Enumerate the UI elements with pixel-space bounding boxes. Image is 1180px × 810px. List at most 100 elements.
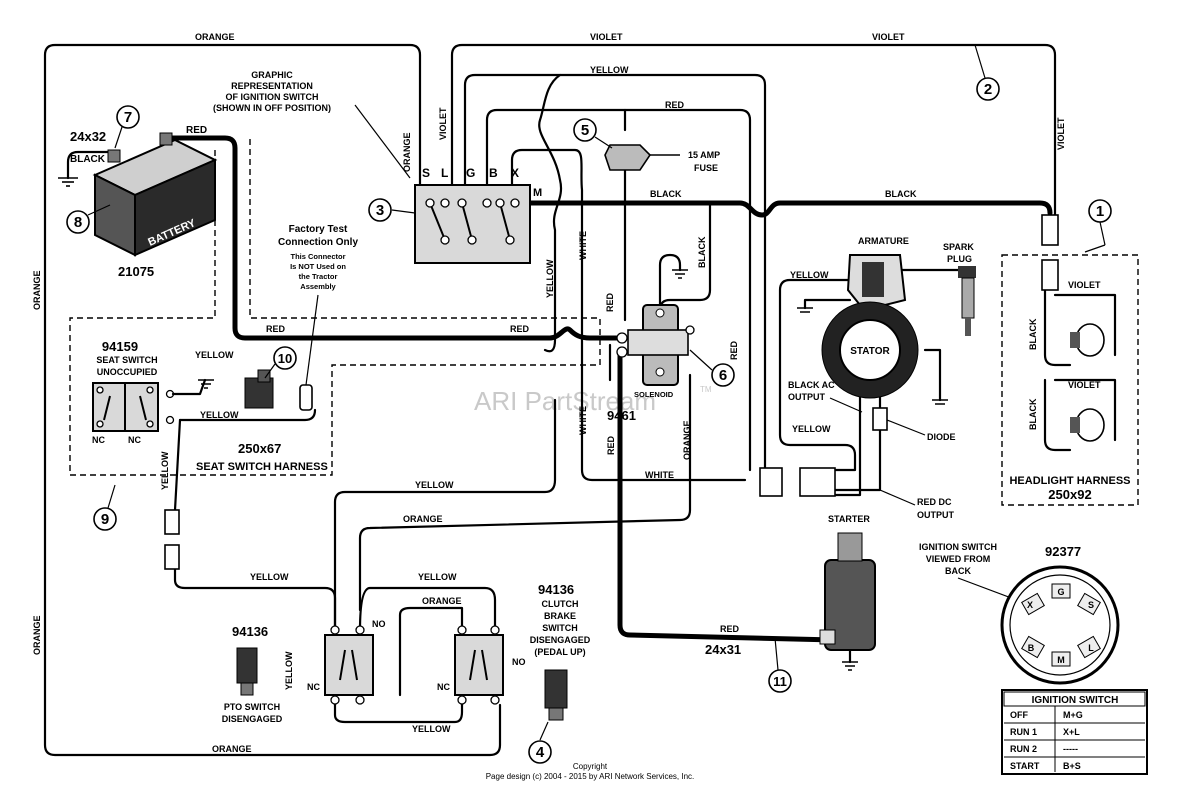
- table-conn-1: X+L: [1063, 727, 1080, 737]
- label-violet-right: VIOLET: [1056, 117, 1066, 150]
- violet-wire-top: [450, 43, 1057, 217]
- white-wire: [510, 148, 747, 482]
- seat-yellow-vert: YELLOW: [160, 451, 170, 490]
- battery-side: [134, 158, 216, 257]
- headlight-bulb-2: [1070, 408, 1105, 442]
- watermark: ARI PartStream: [474, 386, 656, 416]
- label-yellow-mid: YELLOW: [415, 480, 454, 490]
- black-wire-m: [522, 200, 1053, 218]
- headlight-violet-1: [1053, 293, 1117, 357]
- seat-plug-icon: [244, 369, 274, 409]
- factory-test-title-2: Connection Only: [278, 237, 358, 248]
- starter-red-label: RED: [720, 624, 740, 634]
- yellow-wire-pto-clutch: [358, 586, 497, 632]
- factory-test-note-1: This Connector: [290, 252, 345, 261]
- stator-label: STATOR: [850, 346, 890, 357]
- switch-back-line-3: BACK: [945, 566, 971, 576]
- factory-test-note-3: the Tractor: [299, 272, 338, 281]
- fuse-body: [604, 144, 652, 171]
- ignition-title-3: OF IGNITION SWITCH: [226, 92, 319, 102]
- starter-label: STARTER: [828, 514, 870, 524]
- pin-x: X: [1027, 600, 1033, 610]
- battery-cable-label: BLACK: [70, 154, 106, 165]
- callout-7: 7: [124, 109, 132, 126]
- seat-switch-part: 94159: [102, 339, 138, 354]
- ignition-table: IGNITION SWITCH OFF M+G RUN 1 X+L RUN 2 …: [1001, 689, 1148, 775]
- yellow-wire-bottom: [333, 698, 464, 724]
- ignition-terminal-s: S: [422, 166, 430, 180]
- seat-switch-line-1: SEAT SWITCH: [96, 355, 157, 365]
- fuse-label-2: FUSE: [694, 163, 718, 173]
- stator-ground-wire: [923, 348, 942, 402]
- alt-yellow-label: YELLOW: [790, 270, 829, 280]
- callout-9: 9: [101, 511, 109, 528]
- switch-back-line-1: IGNITION SWITCH: [919, 542, 997, 552]
- black-ac-wire: [833, 393, 862, 497]
- label-red-battery-2: RED: [510, 324, 530, 334]
- yellow-wire-seat: [178, 408, 317, 422]
- clutch-switch-icon: [544, 669, 568, 721]
- seat-nc-1: NC: [92, 435, 105, 445]
- battery-part-number: 21075: [118, 264, 154, 279]
- ignition-table-title: IGNITION SWITCH: [1032, 695, 1119, 706]
- label-orange-left: ORANGE: [32, 270, 42, 310]
- label-red-battery: RED: [266, 324, 286, 334]
- fuse-label-1: 15 AMP: [688, 150, 720, 160]
- ac-output-1: BLACK AC: [788, 380, 835, 390]
- wires: [43, 43, 1117, 757]
- callout-11: 11: [773, 674, 787, 689]
- red-battery-cable: [167, 135, 623, 341]
- seat-yellow-label-2: YELLOW: [200, 410, 239, 420]
- ignition-terminal-g: G: [466, 166, 475, 180]
- pto-orange: ORANGE: [422, 596, 462, 606]
- switch-back-part: 92377: [1045, 544, 1081, 559]
- factory-test-title-1: Factory Test: [289, 224, 348, 235]
- yellow-wire-alt: [778, 278, 857, 472]
- starter: STARTER RED 24x31: [705, 514, 876, 671]
- label-orange-bottom: ORANGE: [212, 744, 252, 754]
- yellow-wire-center: [333, 398, 557, 632]
- factory-test-connector: [299, 384, 313, 411]
- pto-line-1: PTO SWITCH: [224, 702, 280, 712]
- spark-label-2: PLUG: [947, 254, 972, 264]
- solenoid-red-vert: RED: [605, 292, 615, 312]
- solenoid-part: 9461: [607, 408, 636, 423]
- diode-label: DIODE: [927, 432, 956, 442]
- label-orange-left-2: ORANGE: [32, 615, 42, 655]
- label-violet-vert: VIOLET: [438, 107, 448, 140]
- label-yellow-vert: YELLOW: [545, 259, 555, 298]
- diode-body: [872, 407, 888, 431]
- pto-switch: NO NC YELLOW YELLOW YELLOW ORANGE YELLOW…: [222, 572, 462, 734]
- armature-ground-wire: [803, 298, 852, 310]
- alt-ground-symbols: [797, 307, 948, 405]
- yellow-wire-top: [463, 73, 767, 472]
- solenoid-black-vert: BLACK: [697, 236, 707, 268]
- solenoid: SOLENOID 9461 RED BLACK: [605, 236, 707, 423]
- ignition-terminal-l: L: [441, 166, 448, 180]
- factory-test-note-4: Assembly: [300, 282, 336, 291]
- clutch-nc: NC: [437, 682, 450, 692]
- label-black-m1: BLACK: [650, 189, 682, 199]
- fuse: 15 AMP FUSE: [604, 144, 720, 173]
- pto-switch-icon: [236, 647, 258, 696]
- dc-output-2: OUTPUT: [917, 510, 955, 520]
- battery-terminal-pos: [159, 132, 173, 146]
- table-pos-1: RUN 1: [1010, 727, 1037, 737]
- seat-harness-part: 250x67: [238, 441, 281, 456]
- headlight-label: HEADLIGHT HARNESS: [1009, 475, 1130, 487]
- spark-label-1: SPARK: [943, 242, 974, 252]
- hl-violet-1: VIOLET: [1068, 280, 1101, 290]
- headlight-part: 250x92: [1048, 487, 1091, 502]
- pto-line-2: DISENGAGED: [222, 714, 283, 724]
- headlight-harness-outline: [1001, 254, 1139, 506]
- table-conn-2: -----: [1063, 744, 1078, 754]
- orange-wire-outer: [43, 43, 502, 757]
- callouts: 1 2 3 4 5 6 7 8 9 10 11: [66, 44, 1112, 764]
- pto-part: 94136: [232, 624, 268, 639]
- seat-ground-symbol: [198, 379, 214, 389]
- yellow-wire-seat-down: [173, 418, 182, 512]
- alt-yellow-label-2: YELLOW: [792, 424, 831, 434]
- clutch-line-5: (PEDAL UP): [534, 647, 585, 657]
- table-pos-2: RUN 2: [1010, 744, 1037, 754]
